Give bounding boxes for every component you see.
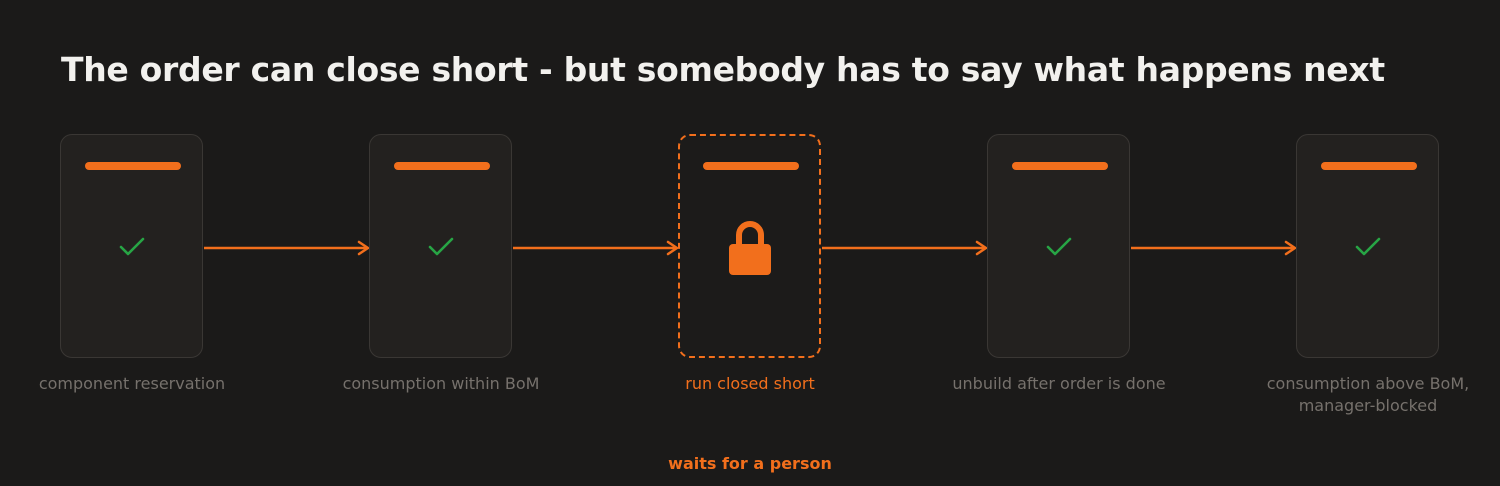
step-label-component-reservation: component reservation (38, 374, 226, 393)
checkmark-icon (1046, 237, 1071, 256)
step-card-run-closed-short (678, 134, 821, 358)
step-card-component-reservation (60, 134, 203, 358)
step-header-bar (1012, 162, 1108, 170)
flow-arrow (204, 240, 370, 256)
step-header-bar (394, 162, 490, 170)
step-card-unbuild-after-order (987, 134, 1130, 358)
diagram-title: The order can close short - but somebody… (61, 50, 1385, 89)
step-card-consumption-within-bom (369, 134, 512, 358)
checkmark-icon (428, 237, 453, 256)
step-label-consumption-above-bom: consumption above BoM, manager-blocked (1266, 374, 1470, 415)
step-header-bar (85, 162, 181, 170)
flow-arrow (1131, 240, 1297, 256)
waiting-note: waits for a person (668, 454, 832, 473)
step-label-run-closed-short: run closed short (685, 374, 815, 393)
flow-arrow (513, 240, 679, 256)
step-label-unbuild-after-order: unbuild after order is done (952, 374, 1166, 393)
flow-arrow (822, 240, 988, 256)
lock-icon (728, 221, 771, 275)
checkmark-icon (119, 237, 144, 256)
step-label-consumption-within-bom: consumption within BoM (342, 374, 540, 393)
step-header-bar (1321, 162, 1417, 170)
step-header-bar (703, 162, 799, 170)
step-card-consumption-above-bom (1296, 134, 1439, 358)
checkmark-icon (1355, 237, 1380, 256)
